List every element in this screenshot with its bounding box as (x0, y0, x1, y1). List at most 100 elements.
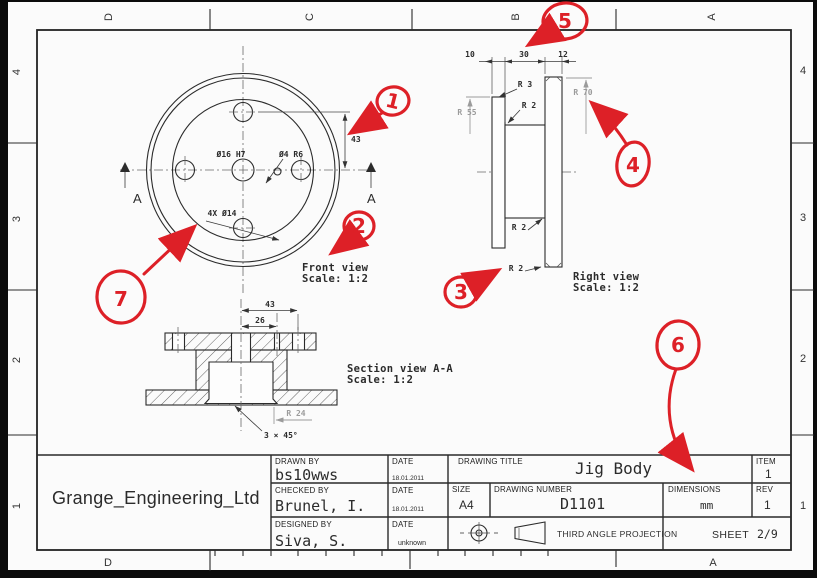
r70-label: R 70 (573, 88, 592, 97)
section-view-caption: Section view A-A (347, 363, 453, 375)
r3-label: R 3 (518, 80, 533, 89)
annotation-3: 3 (443, 268, 503, 309)
checked-date: 18.01.2011 (392, 506, 424, 513)
annotation-4: 4 (588, 99, 651, 188)
designed-by-value: Siva, S. (275, 532, 347, 550)
zone-top-b: B (510, 13, 522, 20)
right-view-scale: Scale: 1:2 (573, 282, 639, 294)
drawing-number-label: DRAWING NUMBER (494, 485, 572, 494)
drawn-by-label: DRAWN BY (275, 457, 320, 466)
right-dim-12: 12 (558, 50, 568, 59)
r55-label: R 55 (457, 108, 476, 117)
annotation-1-number: 1 (383, 88, 402, 115)
dimensions-value: mm (700, 499, 714, 512)
sheet-label: SHEET (712, 529, 749, 541)
section-holes (171, 333, 306, 362)
date-label-3: DATE (392, 520, 414, 529)
zone-top-a: A (706, 13, 718, 21)
zone-right-3: 3 (800, 212, 806, 224)
zone-top-d: D (103, 13, 115, 21)
sheet-value: 2/9 (757, 527, 778, 541)
hole-center-marks (184, 111, 302, 229)
size-value: A4 (459, 498, 474, 512)
annotation-2: 2 (328, 210, 376, 256)
right-view: 10 30 12 R 3 R 2 R 55 R 70 R 2 R 2 Right… (457, 50, 639, 294)
drawing-number-value: D1101 (560, 495, 605, 513)
zone-left-4: 4 (11, 69, 23, 75)
chamfer-leader (234, 405, 263, 432)
zone-top-c: C (304, 13, 316, 21)
section-dim-43: 43 (265, 300, 275, 309)
chamfer-note: 3 × 45° (264, 431, 298, 440)
company-name: Grange_Engineering_Ltd (52, 488, 260, 509)
date-label-2: DATE (392, 486, 414, 495)
center-hole-label: Ø16 H7 (216, 149, 246, 159)
red-annotations: 1 2 3 4 5 6 7 (95, 1, 701, 473)
r2-bottom-label: R 2 (509, 264, 524, 273)
section-pocket (203, 361, 279, 405)
drawn-date: 18.01.2011 (392, 475, 424, 482)
designed-date: unknown (398, 540, 426, 547)
plate-chamfers (545, 76, 562, 268)
annotation-6: 6 (655, 319, 701, 473)
checked-by-label: CHECKED BY (275, 486, 329, 495)
inner-flange-circle (171, 98, 315, 242)
zone-ticks (8, 9, 814, 571)
third-angle-projection-icon (460, 521, 546, 545)
annotation-6-number: 6 (671, 333, 685, 357)
drawing-title-label: DRAWING TITLE (458, 457, 523, 466)
annotation-4-number: 4 (626, 153, 640, 177)
annotation-7-number: 7 (114, 287, 128, 311)
designed-by-label: DESIGNED BY (275, 520, 332, 529)
small-hole-leader (265, 158, 284, 184)
right-dim-30: 30 (519, 50, 529, 59)
size-label: SIZE (452, 485, 471, 494)
annotation-3-number: 3 (454, 280, 468, 304)
right-dim-arrows (485, 59, 569, 64)
annotation-7: 7 (95, 223, 198, 325)
annotation-5: 5 (524, 1, 589, 48)
right-plate (544, 76, 563, 268)
outer-circle (145, 72, 341, 268)
drawn-by-value: bs10wws (275, 466, 338, 484)
r24-label: R 24 (286, 409, 305, 418)
small-hole-label: Ø4 R6 (278, 149, 303, 159)
rev-label: REV (756, 485, 774, 494)
center-hole (231, 158, 255, 182)
zone-right-2: 2 (800, 353, 806, 365)
right-dim-10: 10 (465, 50, 475, 59)
annotation-5-number: 5 (558, 9, 572, 33)
item-label: ITEM (756, 457, 776, 466)
outer-chamfer-circle (150, 77, 336, 263)
projection-label: THIRD ANGLE PROJECTION (557, 529, 677, 539)
section-dim-26: 26 (255, 316, 265, 325)
front-dim-43: 43 (351, 135, 361, 144)
r3-leader (498, 88, 518, 98)
title-block: Grange_Engineering_Ltd DRAWN BY bs10wws … (37, 454, 791, 550)
zone-bottom-a: A (709, 557, 717, 569)
date-label-1: DATE (392, 457, 414, 466)
ruler-graduations (214, 550, 549, 556)
drawing-title-value: Jig Body (575, 459, 652, 478)
front-view-scale: Scale: 1:2 (302, 273, 368, 285)
section-letter-left: A (133, 191, 142, 206)
zone-left-2: 2 (11, 357, 23, 363)
checked-by-value: Brunel, I. (275, 497, 365, 515)
zone-right-4: 4 (800, 65, 806, 77)
title-block-grid (37, 454, 791, 550)
bolt-holes-label: 4X Ø14 (208, 208, 237, 218)
r2-bottom-leader (524, 266, 542, 272)
zone-right-1: 1 (800, 500, 806, 512)
section-letter-right: A (367, 191, 376, 206)
section-view-scale: Scale: 1:2 (347, 374, 413, 386)
middle-cylinder (504, 124, 546, 219)
front-view-caption: Front view (302, 262, 369, 274)
right-view-caption: Right view (573, 271, 640, 283)
zone-bottom-d: D (104, 557, 112, 569)
r2-upper-label: R 2 (522, 101, 537, 110)
zone-left-1: 1 (11, 503, 23, 509)
annotation-1: 1 (346, 85, 411, 136)
annotation-2-number: 2 (352, 214, 366, 238)
